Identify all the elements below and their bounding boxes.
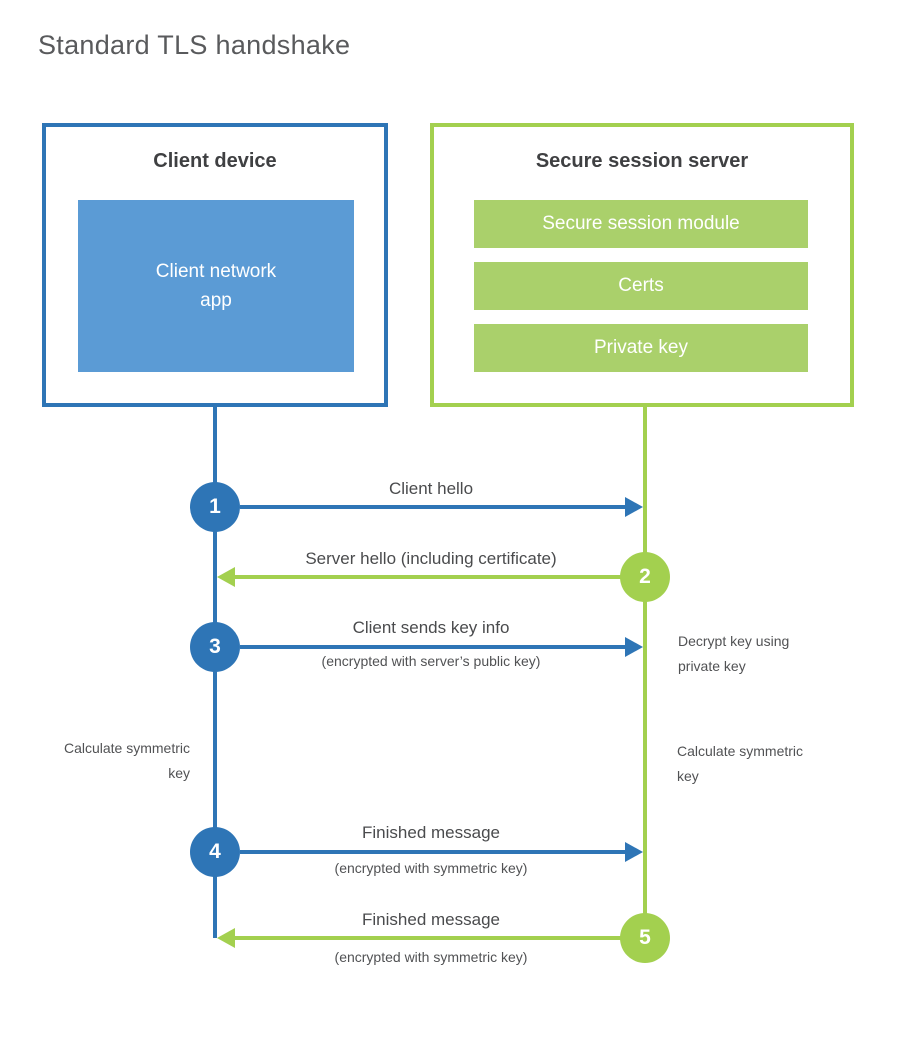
server-private-key-bar: Private key <box>474 324 808 372</box>
step-circle-4: 4 <box>190 827 240 877</box>
arrow-step-2 <box>235 575 622 579</box>
arrowhead-right-icon <box>625 637 643 657</box>
step-circle-5: 5 <box>620 913 670 963</box>
server-private-key-label: Private key <box>594 337 688 358</box>
server-lifeline <box>643 405 647 940</box>
page-title: Standard TLS handshake <box>38 30 351 60</box>
note-client-calculate-key: Calculate symmetric key <box>63 740 190 781</box>
note-decrypt-key: Decrypt key using private key <box>678 633 790 674</box>
arrowhead-left-icon <box>217 928 235 948</box>
secure-session-server-box: Secure session server Secure session mod… <box>430 123 854 407</box>
server-certs-bar: Certs <box>474 262 808 310</box>
arrow-step-3 <box>240 645 625 649</box>
message-sublabel-4: (encrypted with symmetric key) <box>334 860 528 876</box>
message-label-5: Finished message <box>362 910 500 929</box>
step-number: 5 <box>639 926 651 949</box>
arrowhead-right-icon <box>625 497 643 517</box>
server-module-bar: Secure session module <box>474 200 808 248</box>
step-number: 2 <box>639 565 651 588</box>
arrow-step-5 <box>235 936 622 940</box>
client-device-title: Client device <box>153 150 277 172</box>
client-network-app-box: Client network app <box>78 200 354 372</box>
server-certs-label: Certs <box>618 275 664 296</box>
arrow-step-4 <box>240 850 625 854</box>
message-label-1: Client hello <box>388 479 474 498</box>
step-circle-1: 1 <box>190 482 240 532</box>
step-circle-2: 2 <box>620 552 670 602</box>
step-number: 1 <box>209 495 221 518</box>
message-label-2: Server hello (including certificate) <box>305 549 557 568</box>
arrowhead-left-icon <box>217 567 235 587</box>
step-number: 3 <box>209 635 221 658</box>
server-title: Secure session server <box>535 150 749 172</box>
client-network-app-label: Client network app <box>155 260 277 311</box>
arrow-step-1 <box>240 505 625 509</box>
note-server-calculate-key: Calculate symmetric key <box>677 743 804 784</box>
step-circle-3: 3 <box>190 622 240 672</box>
message-sublabel-3: (encrypted with server’s public key) <box>321 653 541 669</box>
step-number: 4 <box>209 840 221 863</box>
message-label-3: Client sends key info <box>352 618 510 637</box>
server-module-label: Secure session module <box>542 213 740 234</box>
message-label-4: Finished message <box>362 823 500 842</box>
client-device-box: Client device Client network app <box>42 123 388 407</box>
message-sublabel-5: (encrypted with symmetric key) <box>334 949 528 965</box>
arrowhead-right-icon <box>625 842 643 862</box>
